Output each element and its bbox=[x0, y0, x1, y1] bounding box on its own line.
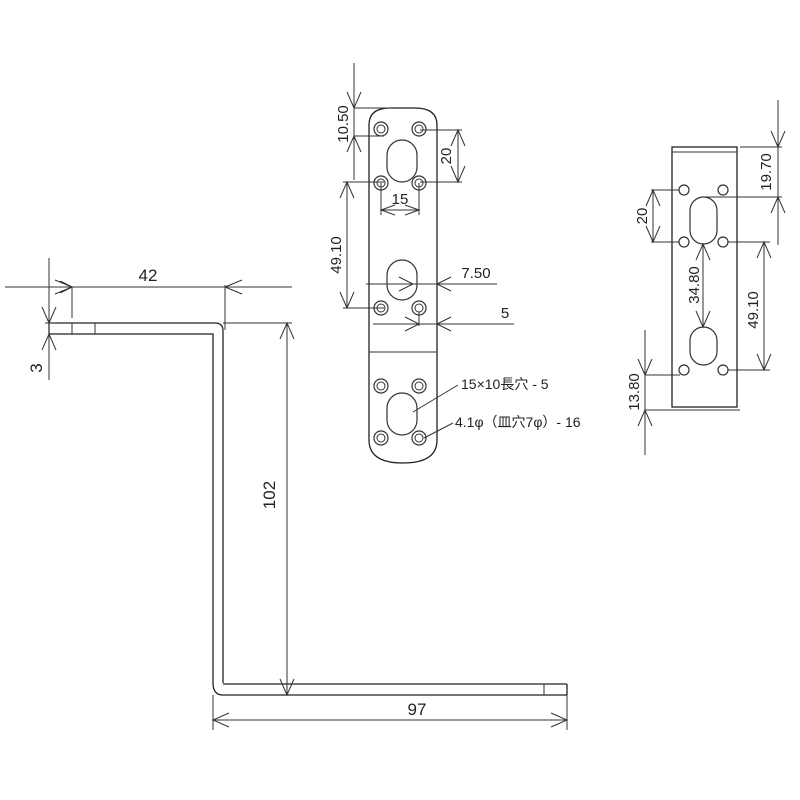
dim-label-34-80: 34.80 bbox=[686, 266, 703, 304]
dim-label-15: 15 bbox=[392, 191, 409, 208]
dim-label-3: 3 bbox=[27, 363, 46, 372]
dim-42: 42 bbox=[5, 266, 292, 330]
dim-10-50: 10.50 bbox=[335, 63, 392, 180]
dim-label-97: 97 bbox=[408, 700, 427, 719]
dim-label-7-50: 7.50 bbox=[461, 265, 490, 282]
dim-5: 5 bbox=[373, 305, 514, 332]
dim-label-20-front: 20 bbox=[438, 148, 455, 165]
dim-20-side: 20 bbox=[634, 188, 679, 244]
front-view-plate bbox=[368, 107, 438, 464]
dim-label-49-10-front: 49.10 bbox=[328, 236, 345, 274]
dim-label-20-side: 20 bbox=[634, 208, 651, 225]
dim-label-10-50: 10.50 bbox=[335, 105, 352, 143]
callout-notes: 15×10長穴 - 5 4.1φ（皿穴7φ）- 16 bbox=[412, 376, 581, 439]
dim-20-front: 20 bbox=[420, 128, 466, 184]
dim-label-49-10-side: 49.10 bbox=[745, 291, 762, 329]
dim-49-10-side: 49.10 bbox=[728, 240, 772, 372]
slot-note: 15×10長穴 - 5 bbox=[461, 376, 549, 392]
hole-note: 4.1φ（皿穴7φ）- 16 bbox=[455, 414, 581, 430]
dim-label-42: 42 bbox=[139, 266, 158, 285]
dim-19-70: 19.70 bbox=[704, 100, 786, 245]
dim-3: 3 bbox=[27, 258, 57, 380]
dim-label-102: 102 bbox=[260, 481, 279, 509]
dim-102: 102 bbox=[223, 321, 295, 697]
dim-34-80: 34.80 bbox=[686, 242, 711, 329]
side-view-profile bbox=[48, 322, 568, 696]
dim-15: 15 bbox=[379, 183, 421, 216]
side-plate-view bbox=[671, 146, 738, 408]
dim-13-80: 13.80 bbox=[626, 330, 740, 455]
dim-7-50: 7.50 bbox=[366, 265, 497, 292]
dim-label-19-70: 19.70 bbox=[758, 153, 775, 191]
dim-49-10-front: 49.10 bbox=[328, 180, 384, 310]
dim-label-13-80: 13.80 bbox=[626, 373, 643, 411]
dim-label-5: 5 bbox=[501, 305, 509, 322]
dim-97: 97 bbox=[211, 695, 569, 730]
